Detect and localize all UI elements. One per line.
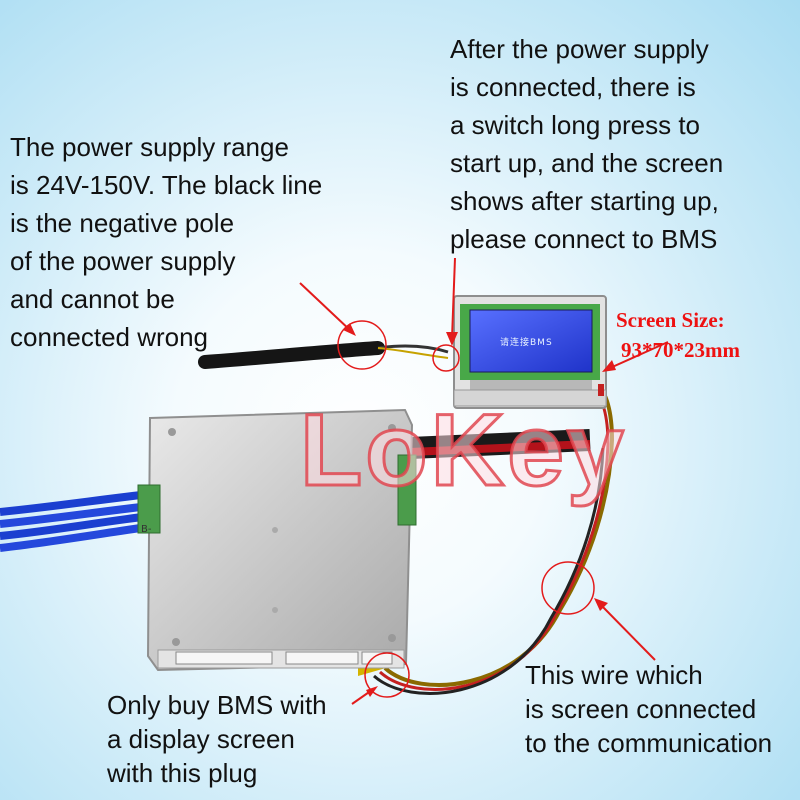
screen-size-title: Screen Size:	[616, 308, 725, 332]
note-line: is 24V-150V. The black line	[10, 170, 323, 200]
bms-board	[137, 408, 417, 672]
note-line: with this plug	[107, 758, 258, 788]
note-line: and cannot be	[10, 284, 175, 314]
note-line: connected wrong	[10, 322, 209, 352]
screen-size-label: Screen Size: 93*70*23mm	[616, 305, 740, 365]
note-line: of the power supply	[10, 246, 236, 276]
note-line: The power supply range	[10, 132, 289, 162]
wire-note: This wire which is screen connected to t…	[525, 658, 772, 760]
power-leads	[198, 341, 591, 459]
note-line: a switch long press to	[450, 110, 701, 140]
note-line: to the communication	[525, 728, 773, 758]
lcd-screen-text: 请连接BMS	[500, 338, 553, 348]
arrows	[299, 257, 669, 705]
note-line: Only buy BMS with	[107, 690, 327, 720]
watermark-logo: LoKey	[299, 392, 627, 509]
note-line: is screen connected	[525, 694, 757, 724]
note-line: please connect to BMS	[450, 224, 718, 254]
note-line: is connected, there is	[450, 72, 696, 102]
power-switch-note: After the power supply is connected, the…	[450, 30, 723, 258]
board-terminal-label: B-	[141, 524, 152, 535]
note-line: a display screen	[107, 724, 295, 754]
note-line: This wire which	[525, 660, 703, 690]
buy-note: Only buy BMS with a display screen with …	[107, 688, 327, 790]
note-line: After the power supply	[450, 34, 709, 64]
note-line: start up, and the screen	[450, 148, 724, 178]
note-line: shows after starting up,	[450, 186, 719, 216]
note-line: is the negative pole	[10, 208, 235, 238]
screen-size-value: 93*70*23mm	[621, 338, 740, 362]
lcd-module	[453, 295, 607, 409]
power-range-note: The power supply range is 24V-150V. The …	[10, 128, 322, 356]
marker-circles	[337, 320, 595, 698]
